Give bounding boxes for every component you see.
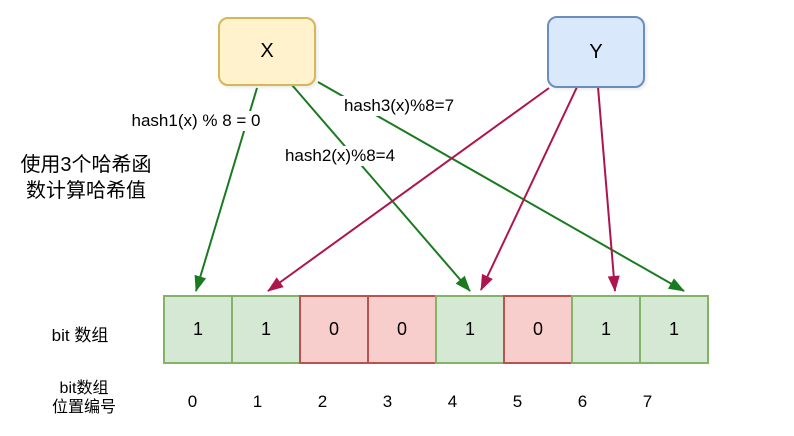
- position-number: 6: [577, 392, 588, 411]
- hash2-label: hash2(x)%8=4: [281, 146, 399, 166]
- node-y-label: Y: [589, 40, 603, 63]
- arrow-Y-to-bit-1: [267, 87, 550, 292]
- arrow-X-to-bit-7: [317, 81, 685, 292]
- bit-cell: 0: [367, 295, 437, 364]
- position-number: 5: [512, 392, 523, 411]
- positions-label-line1: bit数组: [59, 380, 109, 397]
- bit-cell: 0: [503, 295, 573, 364]
- arrow-Y-to-bit-4: [480, 86, 578, 291]
- node-x-label: X: [260, 40, 274, 62]
- positions-label: bit数组 位置编号: [28, 379, 140, 417]
- bit-cell: 1: [639, 295, 709, 364]
- arrow-X-to-bit-4: [291, 84, 471, 292]
- position-number: 2: [317, 392, 328, 411]
- arrow-Y-to-bit-6: [597, 86, 620, 292]
- position-number: 4: [447, 392, 458, 411]
- node-x: X: [218, 17, 316, 86]
- hash1-label: hash1(x) % 8 = 0: [128, 111, 264, 131]
- position-number: 0: [187, 392, 198, 411]
- position-number: 7: [642, 392, 653, 411]
- bit-cell: 1: [571, 295, 641, 364]
- bit-cell: 1: [163, 295, 233, 364]
- bit-cell: 1: [435, 295, 505, 364]
- node-y: Y: [547, 16, 645, 88]
- left-note: 使用3个哈希函 数计算哈希值: [8, 152, 164, 204]
- position-number: 1: [252, 392, 263, 411]
- bit-array-label: bit 数组: [51, 326, 109, 345]
- left-note-line1: 使用3个哈希函: [20, 154, 152, 176]
- hash3-label: hash3(x)%8=7: [340, 96, 458, 116]
- bit-cell: 1: [231, 295, 301, 364]
- left-note-line2: 数计算哈希值: [26, 180, 146, 202]
- bit-cell: 0: [299, 295, 369, 364]
- positions-label-line2: 位置编号: [51, 399, 116, 416]
- positions-row: 0 1 2 3 4 5 6 7: [160, 392, 680, 412]
- position-number: 3: [382, 392, 393, 411]
